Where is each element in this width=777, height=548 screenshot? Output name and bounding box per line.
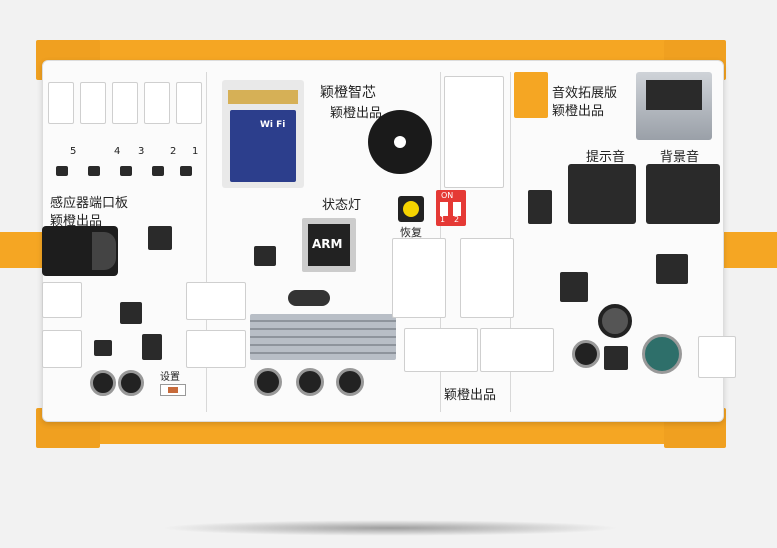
arm-chip-frame: ARM [302,218,356,272]
port-number: 2 [170,146,177,157]
ic-chip [528,190,552,224]
port-number: 5 [70,146,77,157]
terminal-connector[interactable] [480,328,554,372]
ic-chip [148,226,172,250]
ic-chip [142,334,162,360]
transistor [152,166,164,176]
heatsink [250,314,396,360]
side-connector[interactable] [42,282,82,318]
sensor-brand-label: 颖橙出品 [50,214,103,229]
dc-power-jack[interactable] [42,226,118,276]
side-connector[interactable] [42,330,82,368]
sensor-port-2[interactable] [144,82,170,124]
capacitor-large [642,334,682,374]
stacked-connector[interactable] [444,76,504,188]
transistor [56,166,68,176]
transistor [180,166,192,176]
arm-logo: ARM [312,237,343,251]
terminal-connector[interactable] [186,330,246,368]
port-number: 4 [114,146,121,157]
brand-top2-label: 颖橙出品 [330,106,383,121]
bottom-brand-label: 颖橙出品 [444,388,497,403]
transistor [88,166,100,176]
ic-chip [656,254,688,284]
dip-toggle-1[interactable] [440,202,448,216]
board-shadow [160,520,620,536]
dip-toggle-2[interactable] [453,202,461,216]
wifi-shield: Wi Fi [230,110,296,182]
wifi-logo: Wi Fi [260,120,286,130]
wifi-module: Wi Fi [222,80,304,188]
terminal-block[interactable] [392,238,446,318]
transistor [120,166,132,176]
ic-chip [604,346,628,370]
jack-barrel [92,232,116,270]
ic-chip [254,246,276,266]
dip-on-label: ON [441,191,454,200]
audio-board-label: 音效拓展版 [552,86,618,101]
inductor [598,304,632,338]
usb-port[interactable] [636,72,712,140]
status-light-label: 状态灯 [322,198,362,213]
sd-card-slot-bg[interactable] [646,164,720,224]
reset-cap [403,201,419,217]
dip-label-1: 1 [440,215,446,224]
audio-jack[interactable] [514,72,548,118]
reset-label: 恢复 [400,226,422,239]
capacitor [90,370,116,396]
arm-chip: ARM [308,224,350,266]
crystal-oscillator [288,290,330,306]
sd-card-slot-prompt[interactable] [568,164,636,224]
bg-music-label: 背景音 [660,150,700,165]
button-cap [168,387,178,393]
audio-brand-label: 颖橙出品 [552,104,605,119]
capacitor [118,370,144,396]
usb-opening [646,80,702,110]
sensor-port-4[interactable] [80,82,106,124]
terminal-connector[interactable] [404,328,478,372]
ic-chip [94,340,112,356]
port-number: 3 [138,146,145,157]
terminal-block[interactable] [460,238,514,318]
buzzer-hole [394,136,406,148]
sensor-port-3[interactable] [112,82,138,124]
audio-output-connector[interactable] [698,336,736,378]
port-number: 1 [192,146,199,157]
terminal-connector[interactable] [186,282,246,320]
capacitor [572,340,600,368]
prompt-tone-label: 提示音 [586,150,626,165]
brand-top-label: 颖橙智芯 [320,85,376,101]
capacitor [336,368,364,396]
sensor-port-5[interactable] [48,82,74,124]
setting-label: 设置 [160,372,180,383]
buzzer [368,110,432,174]
sensor-board-label: 感应器端口板 [50,196,129,211]
dip-switch[interactable]: ON 1 2 [436,190,466,226]
capacitor [254,368,282,396]
sensor-port-1[interactable] [176,82,202,124]
wifi-antenna [228,90,298,104]
reset-button[interactable] [398,196,424,222]
ic-chip [120,302,142,324]
capacitor [296,368,324,396]
section-divider [206,72,207,412]
sensor-connector-row [48,82,203,132]
setting-button[interactable] [160,384,186,396]
dip-label-2: 2 [454,215,460,224]
ic-chip [560,272,588,302]
